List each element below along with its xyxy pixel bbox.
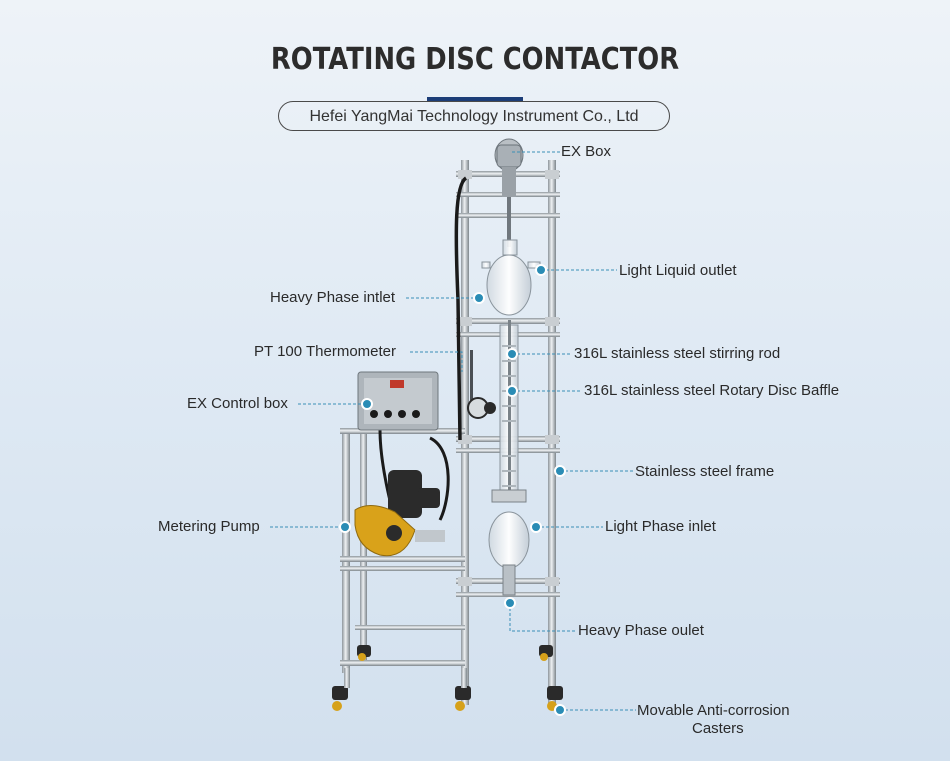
ex-box-motor (494, 138, 524, 247)
label-light-liquid-outlet: Light Liquid outlet (619, 262, 737, 279)
label-stainless-steel-frame: Stainless steel frame (635, 463, 775, 480)
title-accent-bar (427, 97, 523, 102)
top-glass-vessel (481, 239, 541, 316)
rotary-disc-column (499, 320, 519, 500)
label-light-phase-inlet: Light Phase inlet (605, 518, 716, 535)
label-ex-box: EX Box (561, 143, 612, 160)
company-name: Hefei YangMai Technology Instrument Co.,… (278, 101, 670, 131)
label-stirring-rod: 316L stainless steel stirring rod (574, 345, 781, 362)
label-metering-pump: Metering Pump (158, 518, 260, 535)
leader-lines (270, 151, 636, 711)
ex-control-box (357, 371, 439, 431)
pt100-thermometer (467, 350, 496, 419)
bottom-glass-vessel (488, 489, 530, 596)
page-title: ROTATING DISC CONTACTOR (270, 42, 680, 77)
label-ex-control-box: EX Control box (187, 395, 288, 412)
label-rotary-disc-baffle: 316L stainless steel Rotary Disc Baffle (584, 382, 840, 399)
casters (332, 645, 563, 711)
label-casters-line1: Movable Anti-corrosion (637, 702, 790, 719)
label-pt100-thermometer: PT 100 Thermometer (254, 343, 397, 360)
label-heavy-phase-outlet: Heavy Phase oulet (578, 622, 704, 639)
label-heavy-phase-inlet: Heavy Phase intlet (270, 289, 396, 306)
metering-pump (354, 470, 445, 557)
label-casters-line2: Casters (692, 720, 744, 737)
callout-dots (339, 264, 566, 716)
